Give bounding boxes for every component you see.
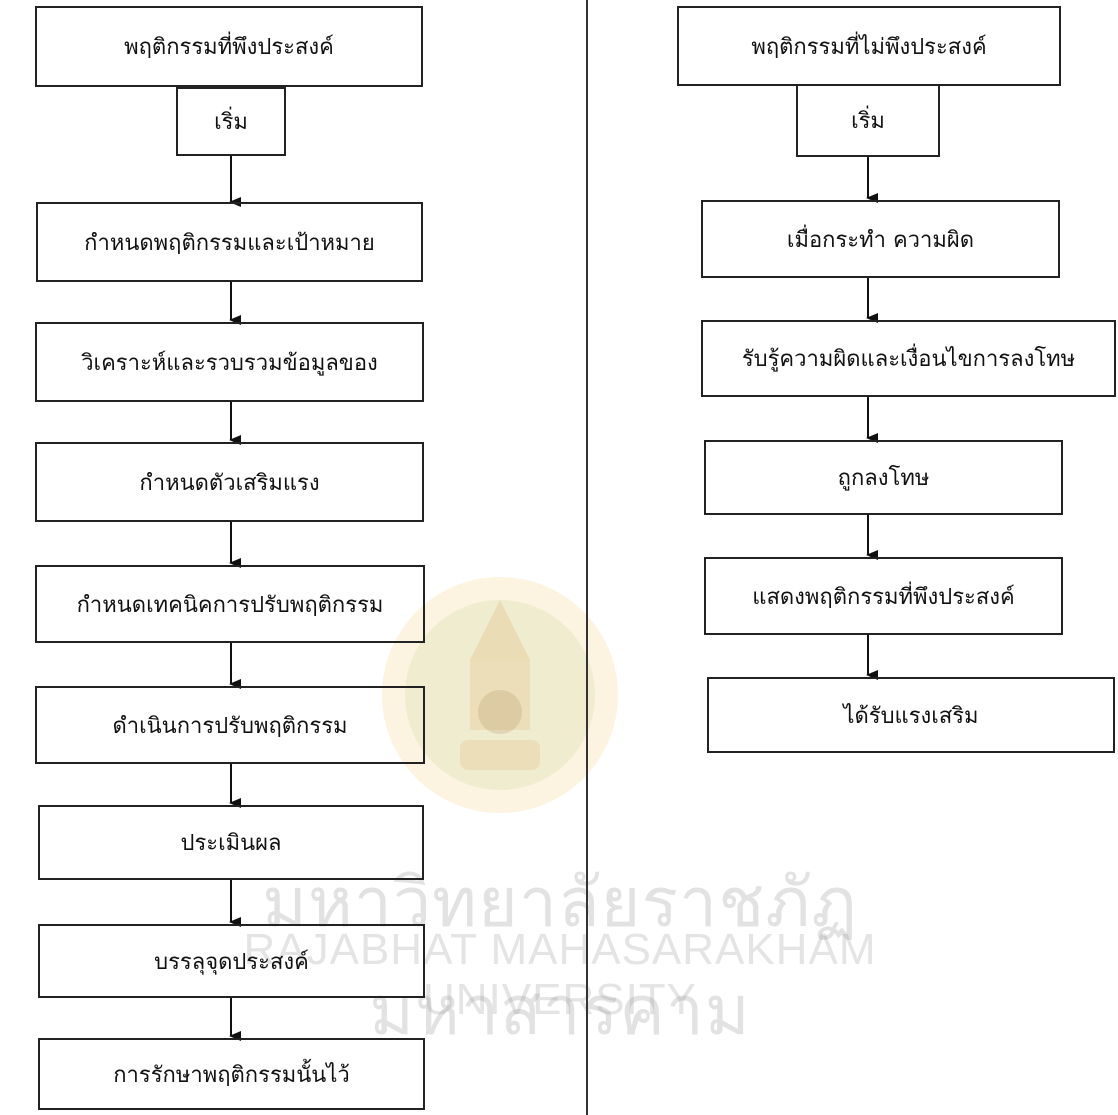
step-define-reinforcer: กำหนดตัวเสริมแรง — [35, 442, 424, 522]
right-start-box: เริ่ม — [796, 84, 940, 157]
right-title-box: พฤติกรรมที่ไม่พึงประสงค์ — [677, 6, 1061, 86]
step-commit-wrong: เมื่อกระทำ ความผิด — [701, 200, 1060, 278]
step-punished: ถูกลงโทษ — [704, 440, 1063, 515]
step-analyze-collect-data: วิเคราะห์และรวบรวมข้อมูลของ — [35, 322, 424, 402]
left-start-box: เริ่ม — [176, 87, 286, 156]
step-achieve-objective: บรรลุจุดประสงค์ — [38, 924, 425, 998]
step-define-behavior-goal: กำหนดพฤติกรรมและเป้าหมาย — [36, 202, 423, 282]
left-title-box: พฤติกรรมที่พึงประสงค์ — [35, 6, 423, 87]
step-show-desired-behavior: แสดงพฤติกรรมที่พึงประสงค์ — [704, 557, 1063, 635]
column-divider — [586, 0, 588, 1115]
step-define-technique: กำหนดเทคนิคการปรับพฤติกรรม — [35, 565, 425, 643]
step-implement: ดำเนินการปรับพฤติกรรม — [35, 686, 425, 764]
step-acknowledge-punishment: รับรู้ความผิดและเงื่อนไขการลงโทษ — [701, 320, 1116, 397]
step-evaluate: ประเมินผล — [38, 805, 424, 880]
step-maintain-behavior: การรักษาพฤติกรรมนั้นไว้ — [38, 1038, 425, 1110]
step-receive-reinforcement: ได้รับแรงเสริม — [707, 677, 1115, 753]
